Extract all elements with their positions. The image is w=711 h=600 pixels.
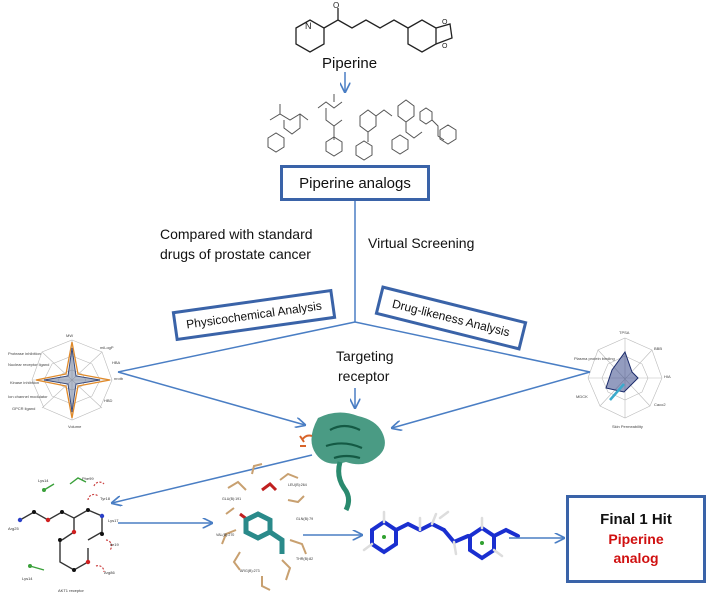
svg-text:nrotb: nrotb <box>114 376 124 381</box>
svg-text:Skin Permeability: Skin Permeability <box>612 424 643 429</box>
svg-text:GLU(B):191: GLU(B):191 <box>222 497 241 501</box>
svg-text:O: O <box>442 19 448 26</box>
svg-text:miLogP: miLogP <box>100 345 114 350</box>
svg-text:Tyr18: Tyr18 <box>100 496 111 501</box>
svg-text:Nuclear receptor ligand: Nuclear receptor ligand <box>8 362 49 367</box>
svg-text:Phe99: Phe99 <box>82 476 94 481</box>
svg-text:N: N <box>305 21 312 31</box>
svg-text:Arg25: Arg25 <box>8 526 19 531</box>
svg-text:GLN(B):79: GLN(B):79 <box>296 517 313 521</box>
targeting-label-line1: Targeting <box>336 348 394 364</box>
svg-text:Ion channel modulator: Ion channel modulator <box>8 394 48 399</box>
svg-text:Lys17: Lys17 <box>108 518 119 523</box>
final-hit-sub-line2: analog <box>613 550 659 566</box>
line-to-druglike <box>354 321 591 373</box>
svg-text:O: O <box>442 43 448 50</box>
svg-text:TPSA: TPSA <box>619 330 630 335</box>
svg-text:AKT1 receptor: AKT1 receptor <box>58 588 84 593</box>
ligand-structure <box>362 510 520 561</box>
svg-text:Arg86: Arg86 <box>104 570 115 575</box>
svg-text:VAL(B):270: VAL(B):270 <box>216 533 234 537</box>
arrow-druglike-to-receptor <box>392 371 591 428</box>
svg-text:THR(B):82: THR(B):82 <box>296 557 313 561</box>
svg-text:MDCK: MDCK <box>576 394 588 399</box>
piperine-analogs-label: Piperine analogs <box>299 174 411 192</box>
svg-text:Lys14: Lys14 <box>22 576 33 581</box>
final-hit-box: Final 1 Hit Piperine analog <box>566 495 706 583</box>
svg-text:MW: MW <box>66 333 73 338</box>
piperine-analogs-box: Piperine analogs <box>280 165 430 201</box>
svg-text:HBA: HBA <box>112 360 121 365</box>
arrow-receptor-to-docking <box>112 454 313 503</box>
compared-label-line2: drugs of prostate cancer <box>160 246 311 262</box>
svg-text:ARG(B):273: ARG(B):273 <box>240 569 260 573</box>
svg-text:Lys14: Lys14 <box>38 478 49 483</box>
targeting-label-line2: receptor <box>338 368 390 384</box>
svg-text:HBD: HBD <box>104 398 113 403</box>
arrow-physico-to-receptor <box>117 371 305 425</box>
line-to-physico <box>117 321 356 373</box>
svg-text:GPCR ligand: GPCR ligand <box>12 406 35 411</box>
compared-label-line1: Compared with standard <box>160 226 313 242</box>
final-hit-title: Final 1 Hit <box>600 511 672 528</box>
receptor-protein <box>299 412 385 512</box>
svg-text:O: O <box>333 1 339 10</box>
svg-text:Kinase inhibition: Kinase inhibition <box>10 380 39 385</box>
piperine-label: Piperine <box>322 55 378 72</box>
svg-text:Protease inhibition: Protease inhibition <box>8 351 41 356</box>
final-hit-sub-line1: Piperine <box>608 531 664 547</box>
svg-text:BBB: BBB <box>654 346 662 351</box>
svg-text:Ile19: Ile19 <box>110 542 119 547</box>
virtual-screening-label: Virtual Screening <box>368 235 475 251</box>
svg-text:HIA: HIA <box>664 374 671 379</box>
svg-text:Volume: Volume <box>68 424 82 429</box>
svg-text:LEU(B):264: LEU(B):264 <box>288 483 307 487</box>
piperine-structure: N O O O <box>295 1 453 53</box>
svg-text:Caco2: Caco2 <box>654 402 666 407</box>
analog-structures <box>267 94 457 161</box>
svg-text:Plasma protein binding: Plasma protein binding <box>574 356 615 361</box>
